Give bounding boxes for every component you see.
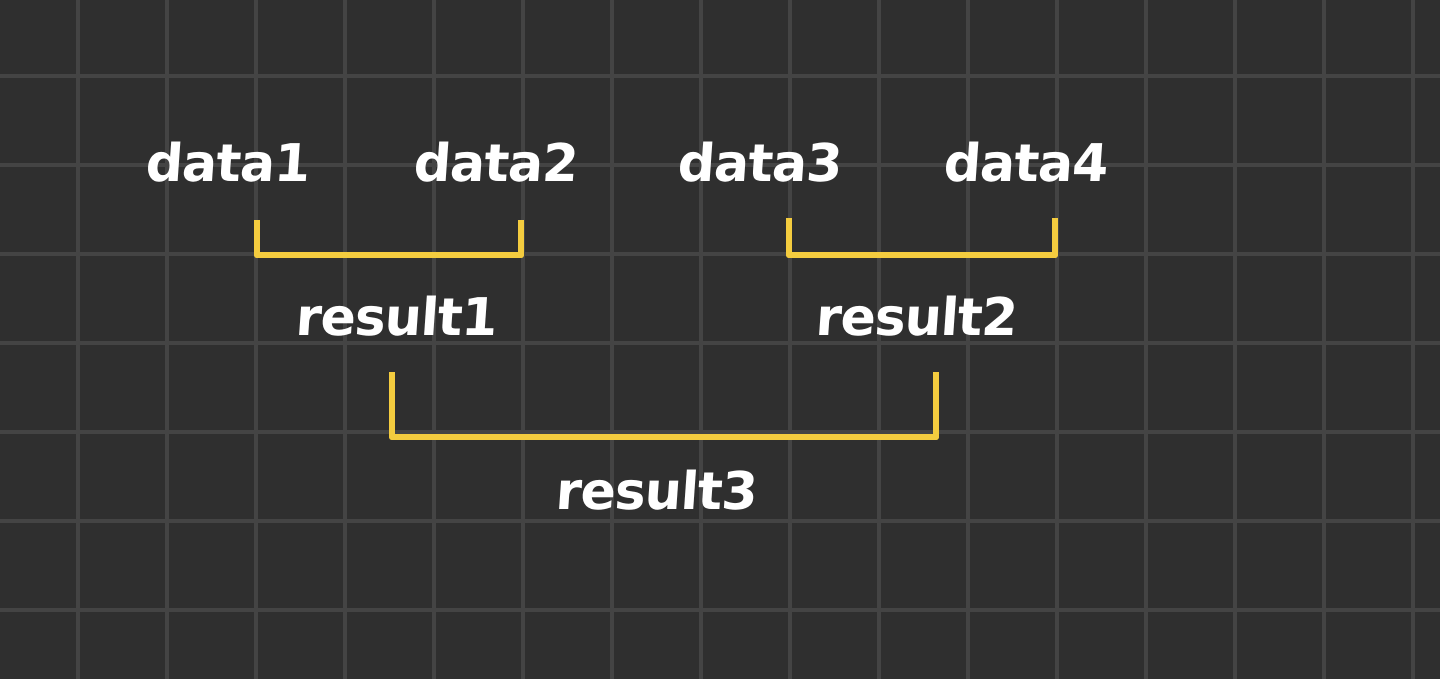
node-data4: data4: [941, 134, 1110, 194]
bracket-data3-data4: [786, 218, 1058, 258]
node-result2: result2: [813, 288, 1019, 348]
bracket-result1-result2: [389, 372, 939, 440]
node-result1: result1: [293, 288, 499, 348]
node-data1: data1: [143, 134, 312, 194]
node-result3: result3: [553, 462, 759, 522]
bracket-data1-data2: [254, 220, 524, 258]
node-data2: data2: [411, 134, 580, 194]
node-data3: data3: [675, 134, 844, 194]
